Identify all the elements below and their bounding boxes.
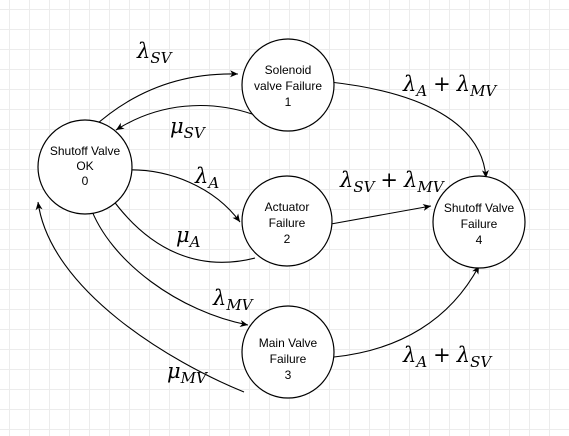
edge-0-to-3 xyxy=(89,205,249,327)
rate-label-1-to-4: λA+λMV xyxy=(402,72,498,100)
rate-label-3-to-4: λA+λSV xyxy=(402,343,493,371)
state-4-line1: Shutoff Valve xyxy=(444,201,515,215)
state-1-line2: valve Failure xyxy=(254,79,322,93)
rate-label-2-to-4: λSV+λMV xyxy=(339,168,446,196)
rate-label-2-to-0: μA xyxy=(176,223,201,251)
state-0-number: 0 xyxy=(82,174,89,188)
state-2-number: 2 xyxy=(284,232,291,246)
state-0-line1: Shutoff Valve xyxy=(50,144,121,158)
state-2-line2: Failure xyxy=(269,216,306,230)
rate-label-0-to-3: λMV xyxy=(212,286,255,314)
state-node-2: Actuator Failure 2 xyxy=(241,175,333,267)
state-3-line2: Failure xyxy=(270,352,307,366)
state-0-line2: OK xyxy=(76,159,93,173)
state-1-number: 1 xyxy=(285,95,292,109)
state-3-number: 3 xyxy=(285,368,292,382)
rate-label-0-to-1: λSV xyxy=(136,39,174,67)
state-4-line2: Failure xyxy=(461,217,498,231)
state-1-line1: Solenoid xyxy=(265,63,312,77)
rate-label-0-to-2: λA xyxy=(194,164,219,192)
edge-1-to-4 xyxy=(329,81,489,179)
edge-1-to-0 xyxy=(115,104,253,131)
rate-label-1-to-0: μSV xyxy=(170,114,207,142)
rate-label-3-to-0: μMV xyxy=(167,359,209,387)
edge-2-to-0 xyxy=(109,195,256,263)
state-node-4: Shutoff Valve Failure 4 xyxy=(432,175,526,269)
state-3-line1: Main Valve xyxy=(259,336,318,350)
state-node-1: Solenoid valve Failure 1 xyxy=(241,38,335,132)
state-node-0: Shutoff Valve OK 0 xyxy=(37,119,133,215)
state-4-number: 4 xyxy=(476,233,483,247)
edge-3-to-4 xyxy=(333,265,480,358)
edge-0-to-2 xyxy=(123,169,241,223)
edge-3-to-0 xyxy=(35,201,245,393)
edge-2-to-4 xyxy=(330,203,432,225)
state-node-3: Main Valve Failure 3 xyxy=(241,305,335,399)
state-2-line1: Actuator xyxy=(265,200,310,214)
